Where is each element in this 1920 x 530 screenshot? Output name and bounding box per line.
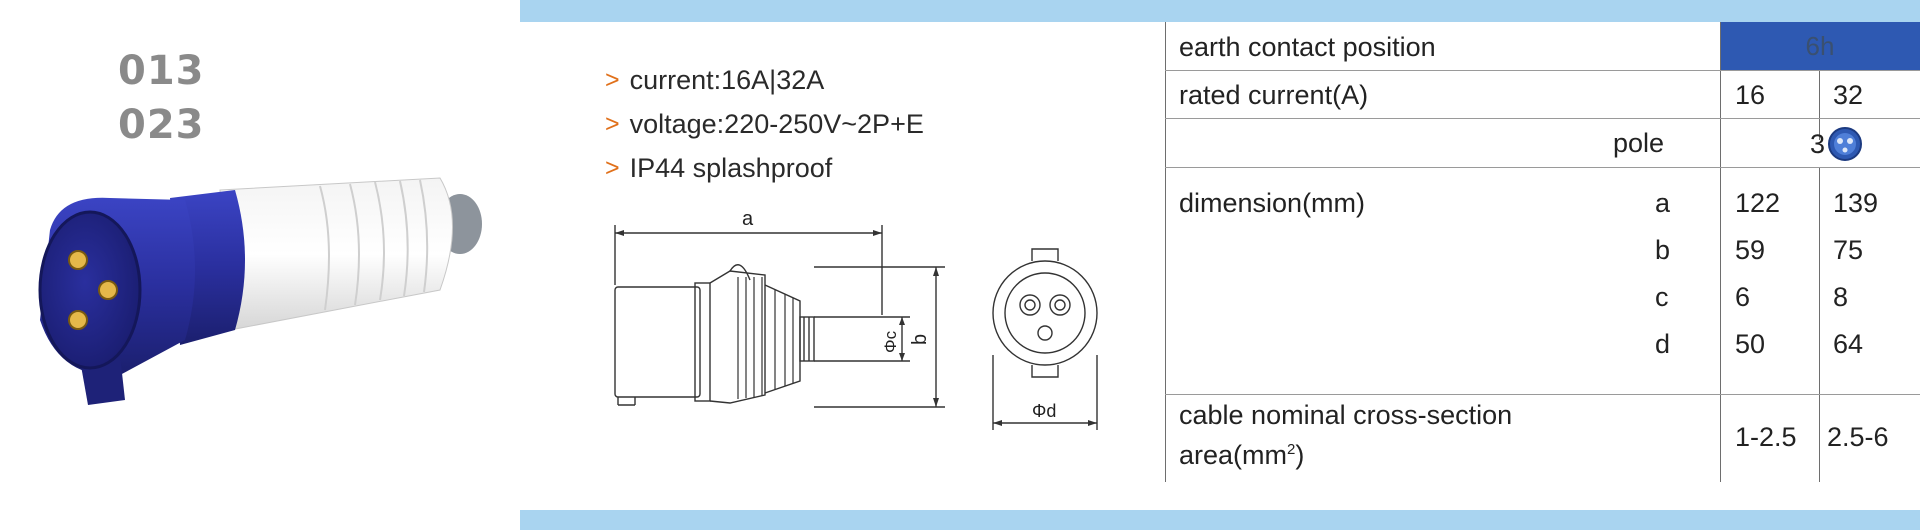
pole-socket-icon	[1828, 127, 1863, 161]
dimension-label: dimension(mm)	[1179, 188, 1366, 218]
dim-label-a: a	[742, 208, 754, 230]
table-rule	[1165, 167, 1920, 168]
cable-value-32: 2.5-6	[1827, 422, 1889, 452]
table-border	[1165, 22, 1166, 482]
plug-product-image	[38, 177, 482, 405]
dimension-key-d: d	[1655, 329, 1671, 359]
rated-current-label: rated current(A)	[1179, 80, 1369, 110]
feature-list: > current:16A|32A > voltage:220-250V~2P+…	[605, 58, 924, 190]
pole-label: pole	[1613, 128, 1665, 158]
dimension-key-a: a	[1655, 188, 1671, 218]
dimension-b-32: 75	[1833, 235, 1864, 265]
feature-text: IP44 splashproof	[629, 152, 833, 183]
technical-drawing: a b Φc Φd	[614, 208, 1098, 430]
spec-table: 6h earth contact position rated current(…	[1165, 22, 1920, 482]
table-border	[1819, 70, 1820, 140]
table-rule	[1165, 394, 1920, 395]
dimension-c-16: 6	[1735, 282, 1751, 312]
cable-label-close: )	[1295, 440, 1305, 470]
dim-label-d: Φd	[1032, 401, 1056, 421]
dimension-d-16: 50	[1735, 329, 1766, 359]
feature-text: voltage:220-250V~2P+E	[629, 108, 924, 139]
table-border	[1720, 22, 1721, 482]
top-band	[520, 0, 1920, 22]
earth-value-header: 6h	[1720, 22, 1920, 70]
bottom-band	[520, 510, 1920, 530]
feature-current: > current:16A|32A	[605, 58, 924, 102]
cable-label-line2: area(mm2)	[1179, 440, 1304, 471]
earth-label: earth contact position	[1179, 32, 1436, 62]
cable-value-16: 1-2.5	[1735, 422, 1797, 452]
dimension-a-32: 139	[1833, 188, 1879, 218]
feature-ip: > IP44 splashproof	[605, 146, 924, 190]
dimension-d-32: 64	[1833, 329, 1864, 359]
model-number-1: 013	[118, 48, 205, 94]
dimension-key-c: c	[1655, 282, 1669, 312]
table-rule	[1165, 70, 1920, 71]
dimension-c-32: 8	[1833, 282, 1849, 312]
feature-voltage: > voltage:220-250V~2P+E	[605, 102, 924, 146]
cable-label-text: area(mm	[1179, 440, 1288, 470]
dimension-key-b: b	[1655, 235, 1671, 265]
bullet-marker: >	[605, 65, 620, 94]
table-rule	[1165, 118, 1920, 119]
pole-count: 3	[1810, 128, 1826, 159]
rated-current-16: 16	[1735, 80, 1766, 110]
bullet-marker: >	[605, 109, 620, 138]
dim-label-b: b	[909, 334, 931, 345]
dim-label-c: Φc	[881, 330, 900, 353]
feature-text: current:16A|32A	[629, 64, 825, 95]
pole-value: 3	[1810, 126, 1863, 162]
dimension-b-16: 59	[1735, 235, 1766, 265]
cable-label-superscript: 2	[1287, 441, 1296, 458]
cable-label-line1: cable nominal cross-section	[1179, 400, 1513, 430]
model-number-2: 023	[118, 102, 205, 148]
rated-current-32: 32	[1833, 80, 1864, 110]
bullet-marker: >	[605, 153, 620, 182]
table-border	[1819, 167, 1820, 482]
dimension-a-16: 122	[1735, 188, 1781, 218]
